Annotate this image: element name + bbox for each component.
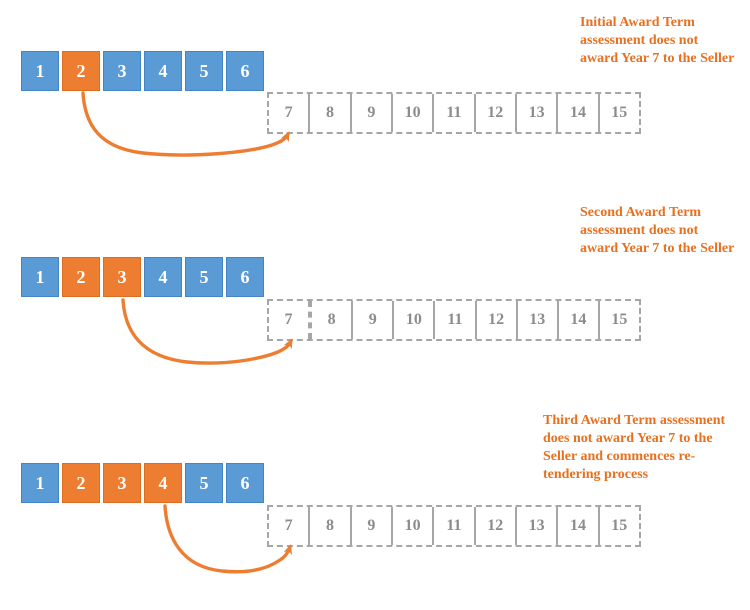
year-cell-3: 3 — [103, 463, 141, 503]
option-year-cell-14: 14 — [556, 94, 597, 132]
option-year-cell-11: 11 — [433, 301, 474, 339]
year-cell-5: 5 — [185, 257, 223, 297]
annotation-line: does not award Year 7 to the — [543, 431, 713, 446]
option-years-track-third: 7 8 9 10 11 12 13 14 15 — [267, 505, 641, 547]
option-year-cell-13: 13 — [514, 507, 556, 545]
year-cell-2: 2 — [62, 257, 100, 297]
option-year-cell-15: 15 — [597, 94, 639, 132]
option-year-cell-7: 7 — [284, 517, 293, 534]
annotation-line: tendering process — [543, 467, 649, 482]
option-year-cell-14: 14 — [556, 301, 598, 339]
year-cell-6: 6 — [226, 463, 264, 503]
option-year-cell-8: 8 — [310, 301, 351, 339]
year-cell-3: 3 — [103, 51, 141, 91]
option-year-cell-7: 7 — [284, 104, 293, 121]
year-cell-6: 6 — [226, 51, 264, 91]
option-year-cell-10: 10 — [390, 94, 432, 132]
year-cell-5: 5 — [185, 463, 223, 503]
option-year-cell-8: 8 — [308, 507, 349, 545]
option-year-cell-13: 13 — [515, 301, 557, 339]
year-cell-1: 1 — [21, 463, 59, 503]
year-track-third: 1 2 3 4 5 6 — [21, 463, 264, 503]
year-cell-6: 6 — [226, 257, 264, 297]
option-year-cell-11: 11 — [432, 94, 473, 132]
option-year-cell-12: 12 — [474, 301, 516, 339]
option-year-cell-15: 15 — [597, 507, 639, 545]
annotation-third: Third Award Term assessment does not awa… — [543, 412, 750, 484]
annotation-line: Initial Award Term — [580, 15, 695, 30]
annotation-line: Third Award Term assessment — [543, 413, 726, 428]
option-year-cell-10: 10 — [392, 301, 433, 339]
year-cell-2: 2 — [62, 463, 100, 503]
year-cell-3: 3 — [103, 257, 141, 297]
option-year-cell-11: 11 — [432, 507, 473, 545]
option-year-cell-9: 9 — [349, 94, 391, 132]
option-years-track-second: 7 8 9 10 11 12 13 14 15 — [267, 299, 641, 341]
year-cell-4: 4 — [144, 51, 182, 91]
annotation-line: assessment does not — [580, 223, 699, 238]
option-year-cell-8: 8 — [308, 94, 349, 132]
year-cell-2: 2 — [62, 51, 100, 91]
annotation-second: Second Award Term assessment does not aw… — [580, 204, 750, 258]
year-cell-4: 4 — [144, 257, 182, 297]
annotation-line: assessment does not — [580, 33, 699, 48]
annotation-line: Second Award Term — [580, 205, 702, 220]
year-track-initial: 1 2 3 4 5 6 — [21, 51, 264, 91]
option-year-cell-10: 10 — [390, 507, 432, 545]
option-year-cell-7: 7 — [269, 301, 311, 339]
year-track-second: 1 2 3 4 5 6 — [21, 257, 264, 297]
annotation-line: award Year 7 to the Seller — [580, 241, 735, 256]
option-year-cell-9: 9 — [349, 507, 391, 545]
option-year-cell-15: 15 — [597, 301, 639, 339]
option-year-cell-13: 13 — [514, 94, 556, 132]
curved-arrow-initial — [81, 91, 290, 157]
option-year-cell-12: 12 — [473, 94, 515, 132]
option-year-cell-14: 14 — [556, 507, 597, 545]
year-cell-1: 1 — [21, 51, 59, 91]
year-cell-4: 4 — [144, 463, 182, 503]
annotation-initial: Initial Award Term assessment does not a… — [580, 14, 750, 68]
option-year-cell-12: 12 — [473, 507, 515, 545]
option-years-track-initial: 7 8 9 10 11 12 13 14 15 — [267, 92, 641, 134]
year-cell-1: 1 — [21, 257, 59, 297]
curved-arrow-second — [121, 298, 293, 365]
annotation-line: award Year 7 to the Seller — [580, 51, 735, 66]
annotation-line: Seller and commences re- — [543, 449, 696, 464]
option-year-cell-9: 9 — [351, 301, 392, 339]
year-cell-5: 5 — [185, 51, 223, 91]
